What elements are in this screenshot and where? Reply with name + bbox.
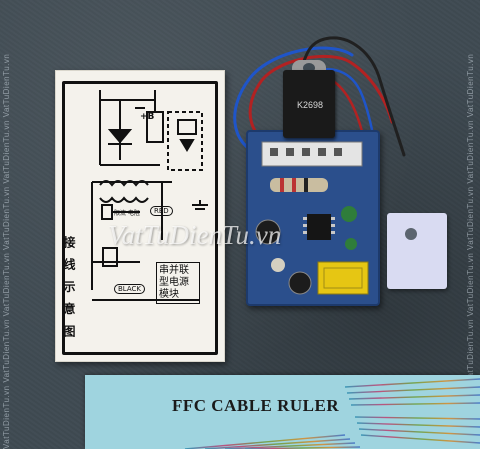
center-watermark: VatTuDienTu.vn (108, 220, 282, 250)
label-plus-b: +B (140, 112, 155, 122)
insulator-pad (387, 213, 447, 289)
diagram-border (62, 81, 218, 355)
label-diagram-title: 接 线 示 意 图 (62, 236, 76, 340)
ruler-title: FFC CABLE RULER (172, 396, 340, 415)
mosfet-transistor (283, 70, 335, 138)
label-resistor: 限流 电阻 (114, 210, 140, 217)
ffc-cable-ruler (85, 375, 480, 449)
wiring-diagram-card (55, 70, 225, 362)
label-power-module: 串并联型电源模块 (156, 262, 200, 304)
label-black-wire: BLACK (114, 284, 146, 294)
insulator-pad-hole (405, 228, 417, 240)
label-red-wire: RED (150, 206, 173, 216)
transistor-marking: K2698 (296, 100, 324, 110)
ruler-stripes (184, 378, 480, 449)
transistor-mounting-hole (303, 63, 315, 73)
